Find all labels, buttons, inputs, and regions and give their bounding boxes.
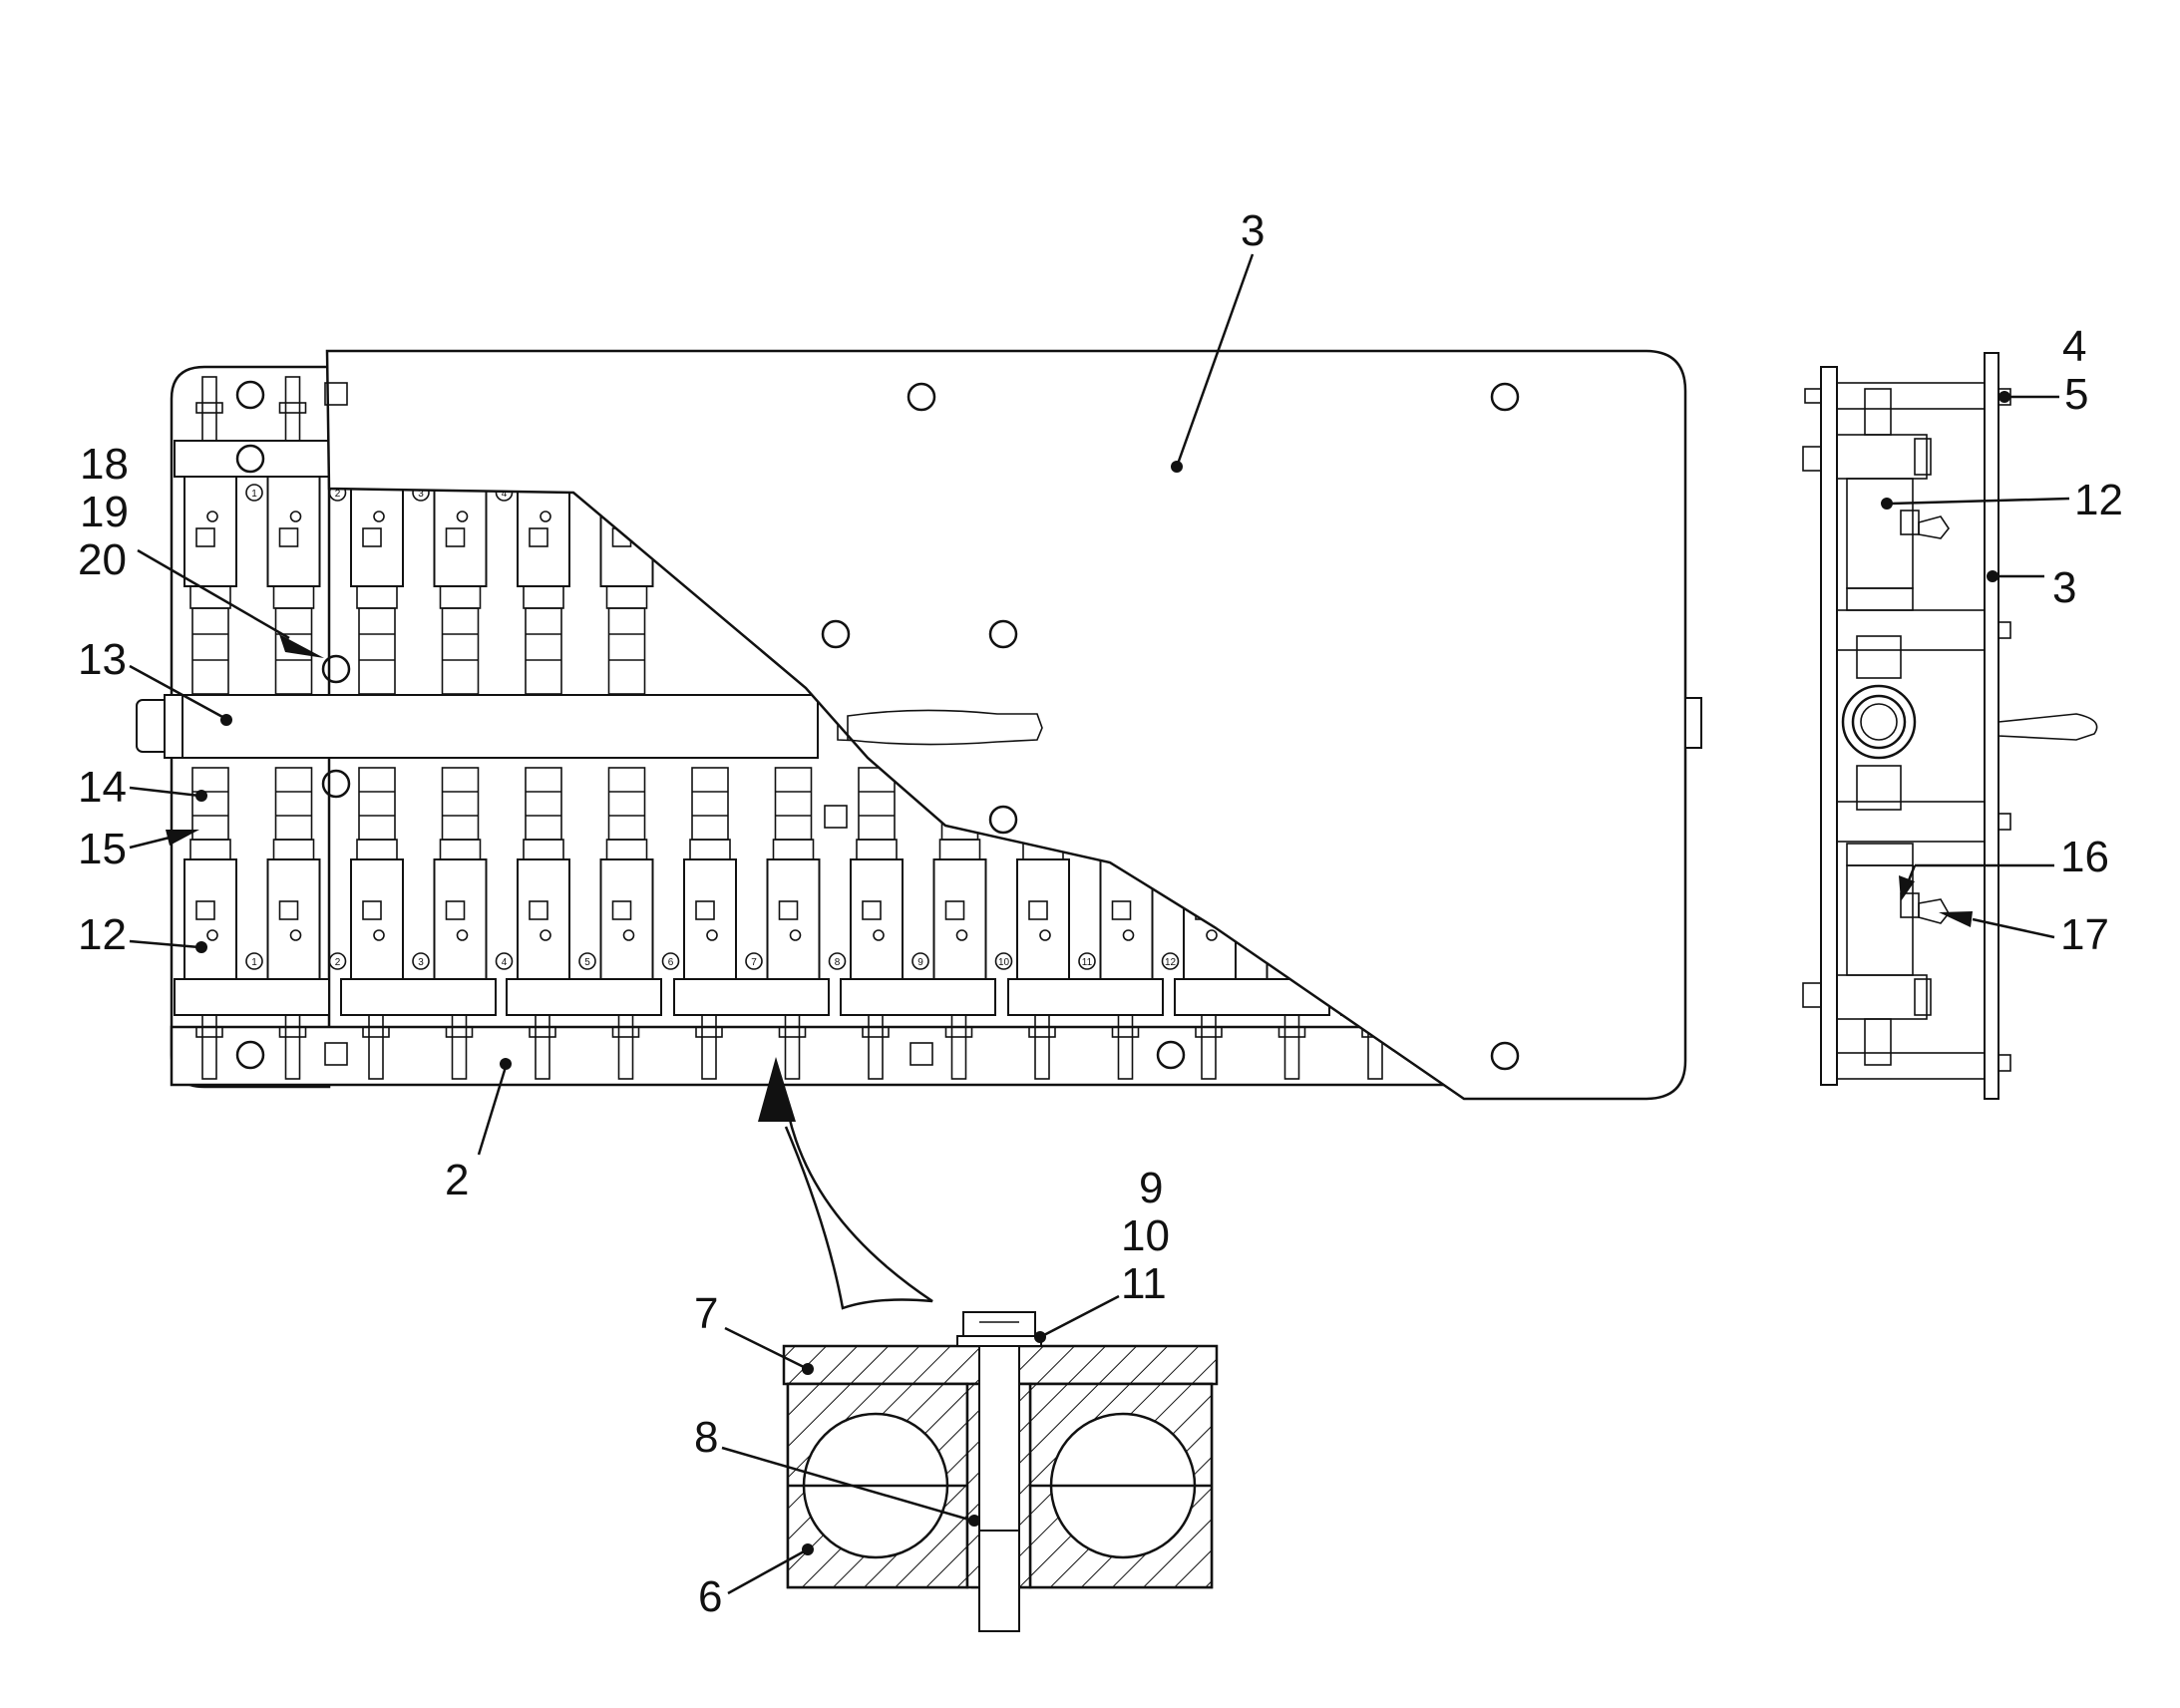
module-number: 2 — [335, 957, 341, 968]
module-number: 3 — [418, 957, 424, 968]
callout-5: 5 — [2064, 370, 2088, 419]
callout-10: 10 — [1121, 1211, 1170, 1260]
module-number: 5 — [584, 957, 590, 968]
valve-module: 5 — [517, 767, 596, 1080]
callout-16: 16 — [2060, 833, 2109, 881]
callout-12-front: 12 — [78, 910, 127, 959]
module-number: 2 — [335, 489, 341, 500]
module-number: 11 — [1082, 957, 1093, 968]
callout-12-side: 12 — [2074, 476, 2123, 524]
side-view — [1802, 352, 2098, 1100]
valve-module: 8 — [766, 767, 847, 1080]
callout-7: 7 — [694, 1289, 718, 1338]
callout-17: 17 — [2060, 910, 2109, 959]
callout-9: 9 — [1139, 1164, 1163, 1212]
callout-3-top: 3 — [1241, 206, 1265, 255]
callout-20: 20 — [78, 535, 127, 584]
callout-14: 14 — [78, 763, 127, 812]
callout-3-side: 3 — [2052, 563, 2076, 612]
callout-6: 6 — [698, 1572, 722, 1621]
valve-module: 4 — [433, 376, 514, 695]
callout-2: 2 — [445, 1156, 469, 1204]
module-number: 7 — [751, 957, 757, 968]
module-number: 1 — [251, 489, 257, 500]
valve-module: 9 — [850, 767, 929, 1080]
section-detail — [758, 1057, 1219, 1632]
valve-module: 6 — [599, 767, 680, 1080]
callout-15: 15 — [78, 825, 127, 873]
callout-18: 18 — [80, 440, 129, 489]
valve-module: 11 — [1016, 767, 1096, 1080]
leaders — [129, 253, 2070, 1595]
valve-module: 3 — [350, 376, 430, 695]
module-number: 4 — [502, 957, 508, 968]
callout-8: 8 — [694, 1413, 718, 1462]
valve-module: 7 — [683, 767, 763, 1080]
callout-19: 19 — [80, 488, 129, 536]
module-number: 6 — [668, 957, 674, 968]
valve-module: 1 — [183, 376, 263, 695]
module-number: 8 — [835, 957, 841, 968]
valve-module: 10 — [932, 767, 1013, 1080]
module-number: 12 — [1165, 957, 1177, 968]
module-number: 3 — [418, 489, 424, 500]
module-number: 9 — [917, 957, 923, 968]
callout-labels: 3 18 19 20 13 14 15 12 2 4 5 12 3 16 17 … — [78, 206, 2123, 1621]
module-number: 1 — [251, 957, 257, 968]
callout-11: 11 — [1121, 1259, 1167, 1308]
valve-module: 2 — [266, 767, 347, 1080]
base-plate-holes — [235, 380, 1186, 1070]
valve-module: 3 — [350, 767, 430, 1080]
valve-module: 4 — [433, 767, 514, 1080]
module-number: 4 — [502, 489, 508, 500]
cover-plate — [325, 349, 1702, 1101]
callout-4: 4 — [2062, 322, 2086, 371]
module-number: 10 — [998, 957, 1010, 968]
callout-13: 13 — [78, 635, 127, 684]
